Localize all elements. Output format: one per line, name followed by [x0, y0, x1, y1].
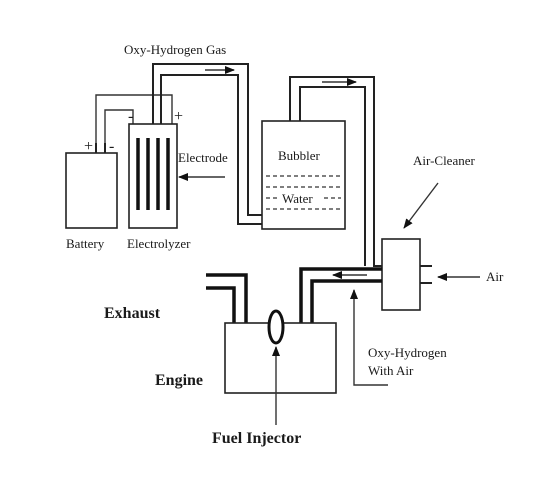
exhaust-pipe-outer	[206, 273, 248, 323]
intake-pipe-inner	[310, 279, 382, 323]
water-label: Water	[282, 191, 313, 206]
gas-pipe-inner	[160, 74, 262, 225]
electrolyzer-minus-sign: -	[128, 108, 133, 125]
battery-label: Battery	[66, 236, 105, 251]
fuel-injector-label: Fuel Injector	[212, 430, 301, 447]
air-label: Air	[486, 269, 504, 284]
electrolyzer	[128, 123, 178, 229]
gas-pipe-outer	[152, 63, 262, 216]
bubbler-outlet-pipe-outer	[289, 76, 382, 267]
electrode-label: Electrode	[178, 150, 228, 165]
battery	[65, 152, 118, 229]
oxy-gas-label: Oxy-Hydrogen Gas	[124, 42, 226, 57]
engine-label: Engine	[155, 372, 203, 389]
intake-pipe-outer	[299, 267, 382, 323]
battery-plus-sign: +	[84, 138, 93, 155]
air-cleaner	[381, 238, 421, 311]
exhaust-pipe-inner	[206, 286, 236, 323]
wire-battery-plus	[95, 94, 173, 143]
bubbler-outlet-pipe-inner	[299, 86, 366, 266]
fuel-injector	[267, 309, 285, 345]
air-cleaner-label: Air-Cleaner	[413, 153, 475, 168]
bubbler-label: Bubbler	[278, 148, 321, 163]
bubbler	[261, 120, 346, 230]
exhaust-label: Exhaust	[104, 305, 161, 322]
wire-battery-minus	[104, 109, 134, 143]
electrolyzer-label: Electrolyzer	[127, 236, 191, 251]
oxy-air-arrow	[350, 289, 388, 386]
air-cleaner-arrow	[403, 182, 439, 229]
electrolyzer-plus-sign: +	[174, 108, 183, 125]
oxy-air-label-line1: Oxy-Hydrogen	[368, 345, 447, 360]
oxy-air-label-line2: With Air	[368, 363, 414, 378]
battery-minus-sign: -	[109, 138, 114, 155]
